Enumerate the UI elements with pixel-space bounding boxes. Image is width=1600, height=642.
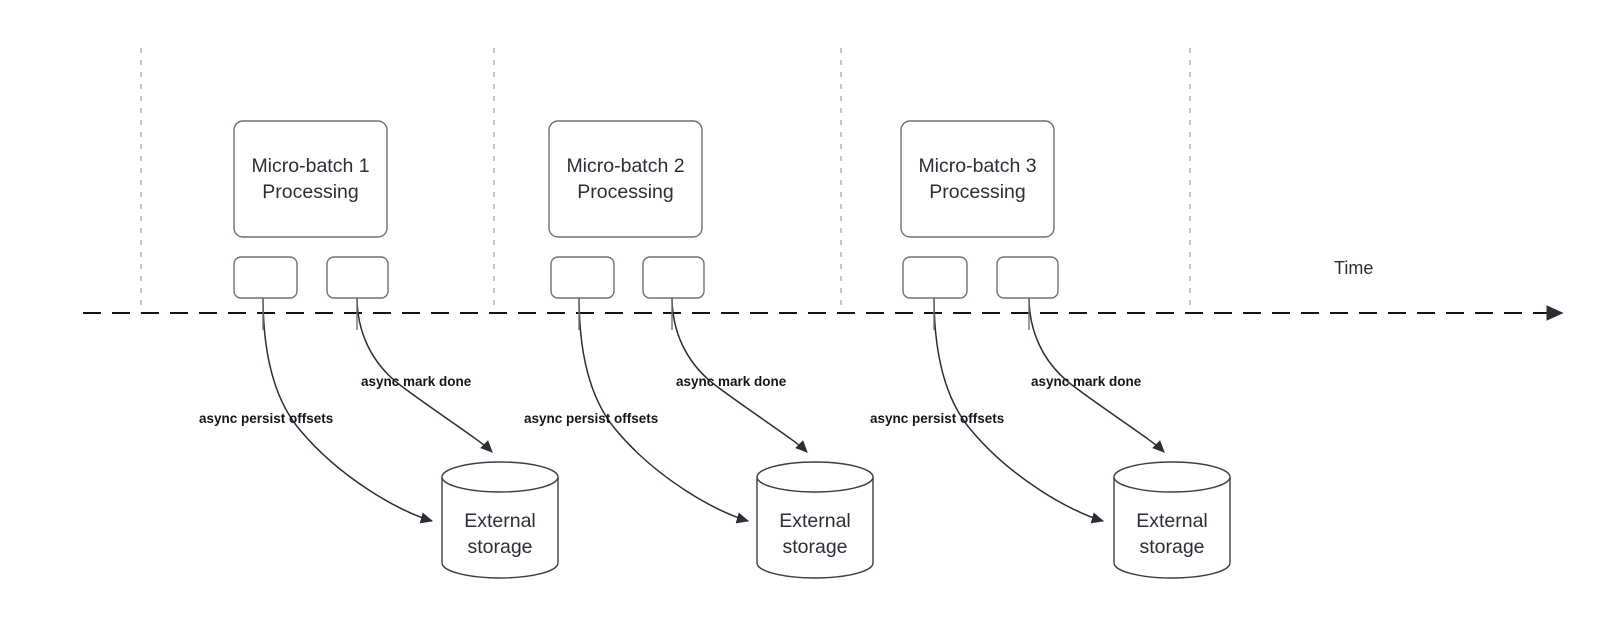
edge-mark-done-3 (1028, 296, 1165, 453)
edge-persist-offsets-3 (933, 296, 1105, 524)
edge-mark-done-2 (671, 296, 808, 453)
micro-batch-1-label-line2: Processing (262, 181, 358, 203)
timeline-ticks (140, 48, 1191, 313)
external-storage-2-top (756, 461, 874, 493)
external-storage-3-body (1113, 477, 1231, 579)
external-storage-1[interactable]: External storage (441, 461, 559, 579)
edge-persist-offsets-1 (262, 296, 434, 524)
external-storage-3-label-line2: storage (1139, 536, 1204, 558)
external-storage-3[interactable]: External storage (1113, 461, 1231, 579)
task-box-3b[interactable] (996, 256, 1059, 299)
edge-label-mark-done-3: async mark done (1031, 374, 1142, 389)
micro-batch-2-label-line2: Processing (577, 181, 673, 203)
external-storage-1-top (441, 461, 559, 493)
task-box-3a[interactable] (902, 256, 968, 299)
task-box-2b[interactable] (642, 256, 705, 299)
micro-batch-3-label-line1: Micro-batch 3 (918, 155, 1036, 177)
edge-label-mark-done-1: async mark done (361, 374, 472, 389)
micro-batch-1-label-line1: Micro-batch 1 (251, 155, 369, 177)
micro-batch-1-processing-box[interactable] (233, 120, 388, 238)
micro-batch-3-label-line2: Processing (929, 181, 1025, 203)
external-storage-2-label-line2: storage (782, 536, 847, 558)
external-storage-1-label-line1: External (464, 510, 536, 532)
batch-group-2: Micro-batch 2 Processing async persist o… (524, 120, 874, 579)
task-box-1a[interactable] (233, 256, 298, 299)
external-storage-1-body (441, 477, 559, 579)
time-axis-label: Time (1334, 258, 1373, 278)
micro-batch-2-label-line1: Micro-batch 2 (566, 155, 684, 177)
external-storage-3-top (1113, 461, 1231, 493)
external-storage-2-label-line1: External (779, 510, 851, 532)
edge-persist-offsets-2 (578, 296, 750, 524)
external-storage-2-body (756, 477, 874, 579)
edge-label-mark-done-2: async mark done (676, 374, 787, 389)
batch-group-3: Micro-batch 3 Processing async persist o… (870, 120, 1231, 579)
batch-group-1: Micro-batch 1 Processing async persist o… (199, 120, 559, 579)
micro-batch-3-processing-box[interactable] (900, 120, 1055, 238)
edge-mark-done-1 (356, 296, 493, 453)
task-box-2a[interactable] (550, 256, 615, 299)
edge-label-persist-offsets-2: async persist offsets (524, 411, 658, 426)
micro-batch-2-processing-box[interactable] (548, 120, 703, 238)
time-axis: Time (83, 258, 1564, 321)
external-storage-2[interactable]: External storage (756, 461, 874, 579)
task-box-1b[interactable] (326, 256, 389, 299)
external-storage-1-label-line2: storage (467, 536, 532, 558)
edge-label-persist-offsets-1: async persist offsets (199, 411, 333, 426)
edge-label-persist-offsets-3: async persist offsets (870, 411, 1004, 426)
external-storage-3-label-line1: External (1136, 510, 1208, 532)
